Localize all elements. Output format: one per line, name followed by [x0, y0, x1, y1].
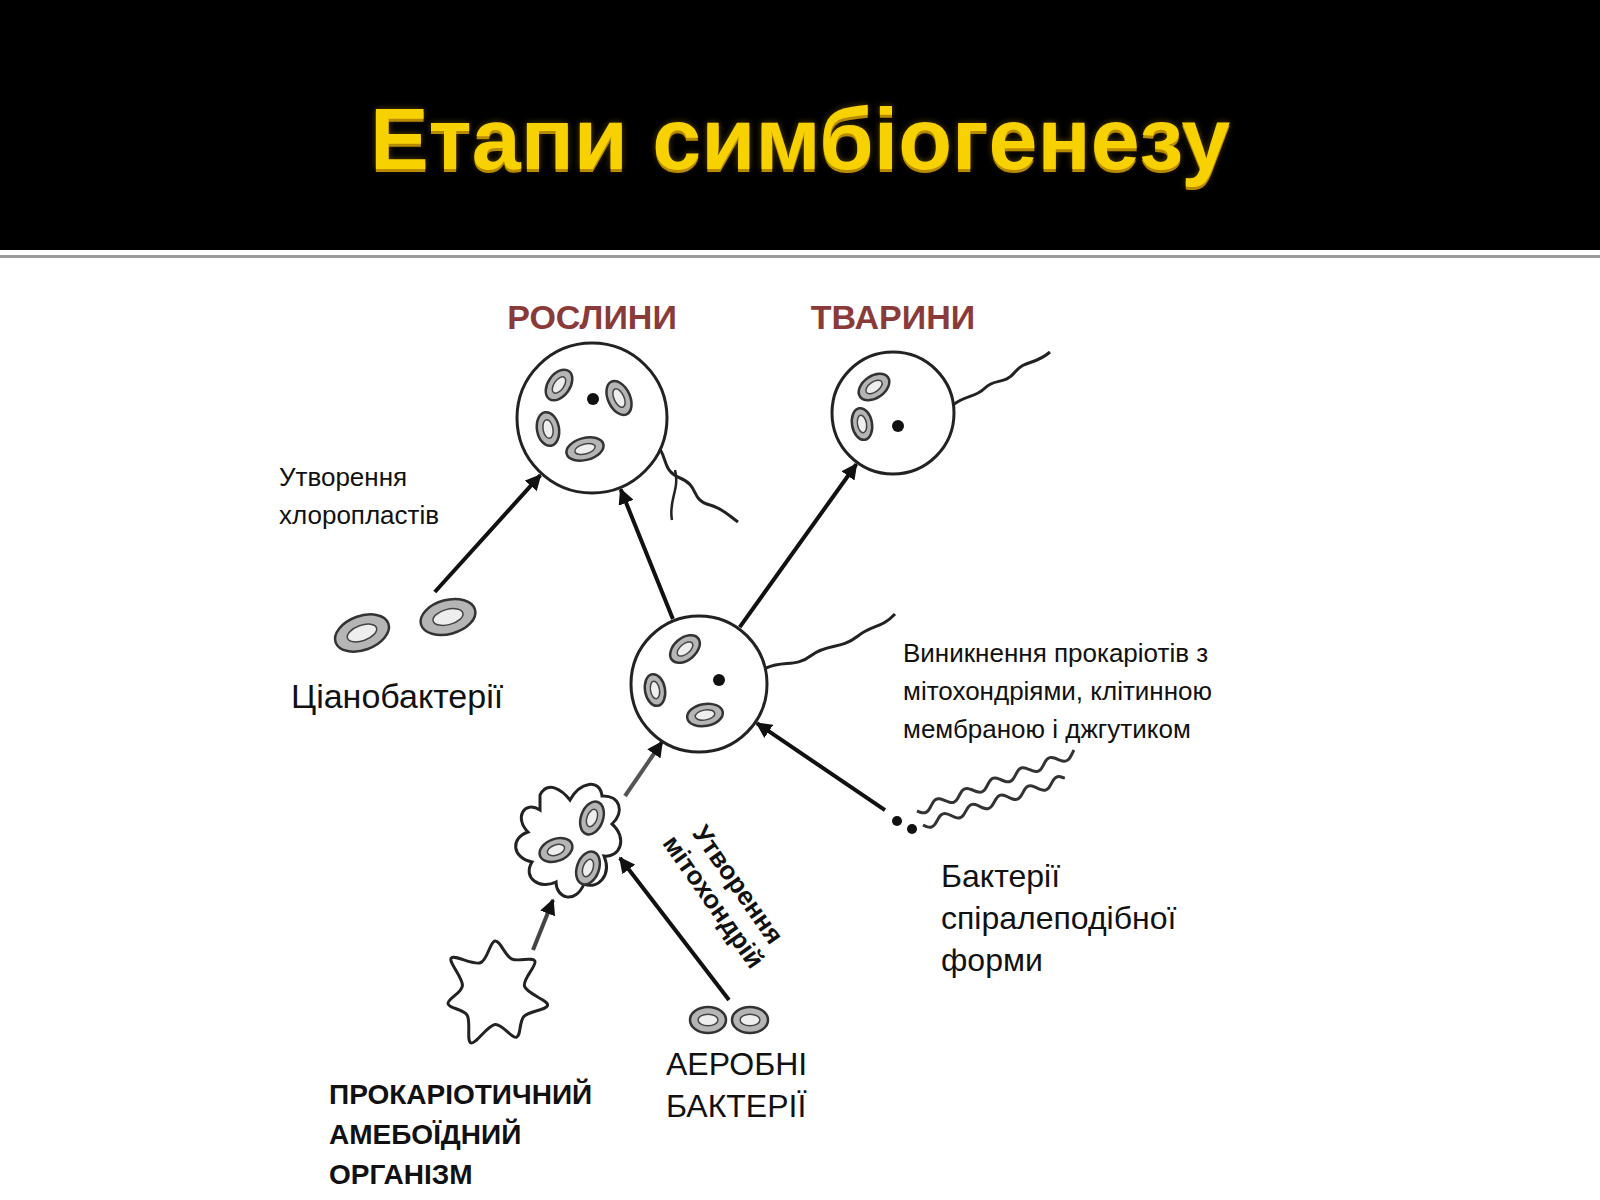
spiral-bacteria-shape — [885, 745, 1085, 845]
cyanobacteria-shape — [330, 592, 480, 658]
organelle — [732, 1007, 768, 1033]
flagellum — [652, 440, 738, 522]
spiral-bacterium — [923, 777, 1065, 828]
aerobic-bacteria-shape — [688, 1003, 772, 1037]
slide-title: Етапи симбіогенезу — [0, 84, 1600, 194]
organelle — [540, 365, 578, 405]
nucleus — [892, 420, 904, 432]
amoeboid-organism: ПРОКАРІОТИЧНИЙ АМЕБОЇДНИЙ ОРГАНІЗМ — [430, 935, 560, 1050]
amoeba-with-mitochondria — [516, 784, 621, 897]
node-label: Виникнення прокаріотів з мітохондріями, … — [903, 634, 1273, 748]
organelle — [665, 630, 705, 669]
node-label: РОСЛИНИ — [485, 297, 699, 337]
arrow-connector — [621, 489, 673, 619]
cyanobacteria: Ціанобактерії — [330, 592, 480, 658]
node-label: Бактерії спіралеподібної форми — [941, 855, 1241, 981]
node-label: ТВАРИНИ — [790, 297, 996, 337]
nucleus — [713, 674, 725, 686]
arrow-connector — [740, 464, 857, 627]
arrow — [533, 900, 553, 950]
organelle — [534, 410, 562, 447]
organelle — [417, 593, 480, 640]
node-label: Ціанобактерії — [291, 676, 531, 716]
animal-cell-shape — [830, 350, 956, 476]
eukaryotic-cell-shape — [629, 614, 769, 754]
mitochondrion — [576, 798, 608, 837]
flagellum — [671, 470, 676, 520]
organelle — [642, 673, 667, 708]
divider-line — [0, 255, 1600, 258]
plant-cell: РОСЛИНИ — [515, 341, 669, 495]
edge-label: Утворення хлоропластів — [279, 458, 459, 534]
arrow-connector — [435, 475, 541, 592]
node-label: АЕРОБНІ БАКТЕРІЇ — [666, 1043, 886, 1127]
nucleus — [587, 393, 599, 405]
arrow-connector — [757, 723, 885, 810]
aerobic-bacteria: АЕРОБНІ БАКТЕРІЇ — [688, 1003, 772, 1037]
process-label: Утворення мітохондрій — [638, 786, 813, 1001]
organelle — [330, 607, 394, 658]
organelle — [849, 407, 874, 442]
mitochondrion — [536, 834, 575, 866]
plant-cell-shape — [515, 341, 669, 495]
amoeba-outline — [448, 941, 548, 1043]
node-label: ПРОКАРІОТИЧНИЙ АМЕБОЇДНИЙ ОРГАНІЗМ — [329, 1075, 629, 1195]
organelle — [690, 1007, 726, 1033]
organelle — [601, 377, 636, 419]
bacterium-dot — [907, 824, 917, 834]
cell-membrane — [832, 352, 954, 474]
amoeboid-organism-shape — [430, 935, 560, 1050]
spiral-bacteria: Бактерії спіралеподібної форми — [885, 745, 1085, 845]
arrow — [625, 742, 662, 796]
organelle — [685, 701, 724, 729]
animal-cell: ТВАРИНИ — [830, 350, 956, 476]
organelle — [854, 368, 894, 406]
eukaryotic-cell: Виникнення прокаріотів з мітохондріями, … — [629, 614, 769, 754]
spiral-bacterium — [917, 750, 1074, 813]
flagellum — [953, 352, 1050, 405]
cell-membrane — [631, 616, 767, 752]
mitochondrion — [572, 848, 604, 887]
flagellum — [766, 614, 895, 668]
cell-membrane — [517, 343, 667, 493]
organelle — [564, 433, 606, 464]
bacterium-dot — [892, 816, 902, 826]
